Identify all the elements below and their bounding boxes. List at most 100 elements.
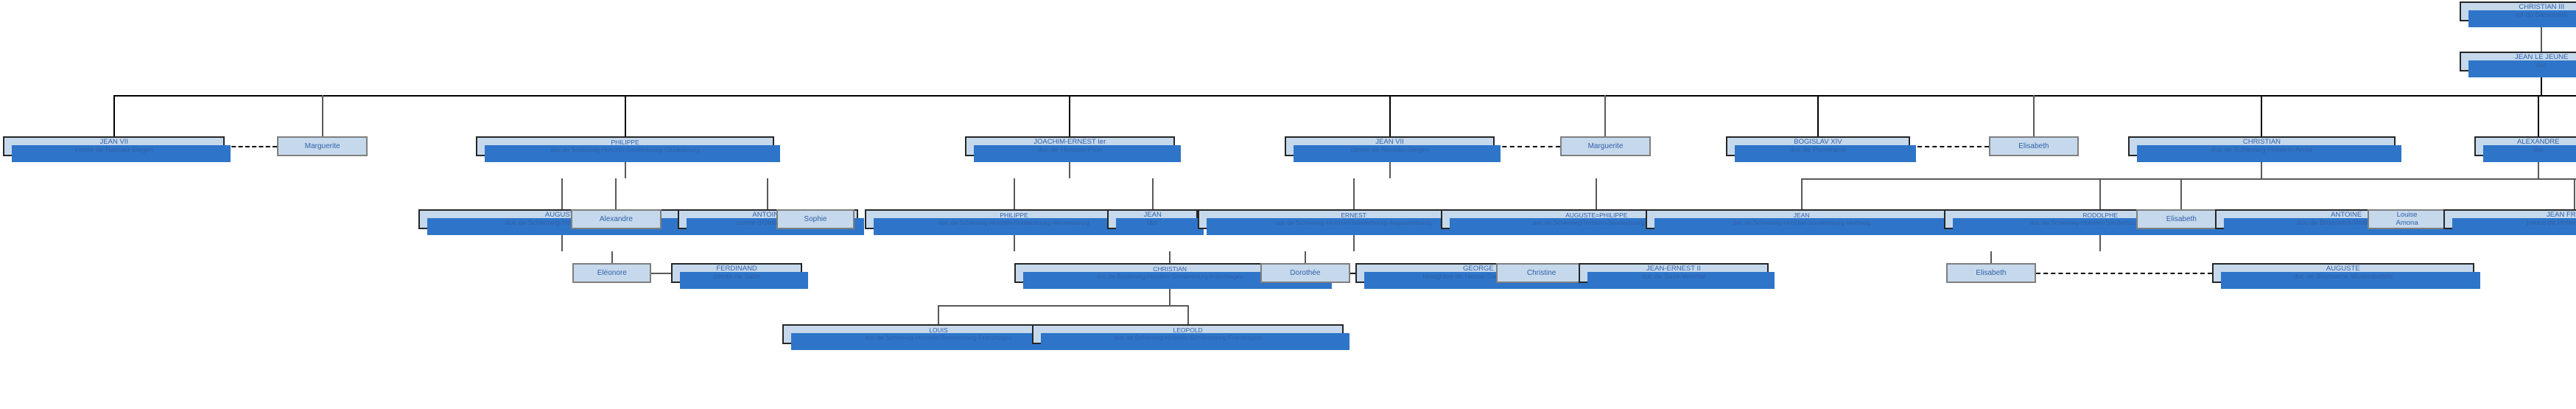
connector-line — [2261, 156, 2263, 178]
person-name: Sophie — [804, 214, 827, 223]
connector-line — [1389, 156, 1391, 178]
person-name: JEAN LE JEUNE — [2515, 52, 2569, 61]
connector-line — [1187, 305, 1189, 324]
person-node[interactable]: JEAN FRÉDÉRICprince de Hohenlohe-Ohringe… — [2443, 209, 2576, 235]
person-node[interactable]: Elisabeth — [2136, 209, 2227, 229]
person-node[interactable]: Alexandre — [571, 209, 661, 229]
person-node[interactable]: Marguerite — [1560, 136, 1651, 156]
connector-line — [1990, 251, 1992, 263]
person-name: JEAN VII — [1375, 137, 1404, 146]
person-name: Marguerite — [1587, 141, 1624, 150]
connector-line — [1013, 229, 1015, 251]
connector-line — [1817, 95, 1819, 136]
connector-line — [1304, 251, 1306, 263]
connector-line — [2180, 178, 2183, 209]
person-name: JEAN — [1143, 210, 1162, 219]
person-node[interactable]: Eléonore — [572, 263, 652, 283]
connector-line — [1069, 156, 1071, 178]
person-name: Eléonore — [597, 268, 627, 277]
person-name: ERNEST — [1341, 211, 1366, 219]
person-node[interactable]: Elisabeth — [1988, 136, 2080, 156]
connector-line — [113, 95, 115, 136]
person-name: Dorothée — [1290, 268, 1321, 277]
spouse-connector — [1495, 145, 1561, 147]
person-title: duc de Holstein-Plön — [1037, 145, 1103, 154]
spouse-connector — [1909, 145, 1989, 147]
person-node[interactable]: Dorothée — [1260, 263, 1351, 283]
person-name: BOGISLAV XIV — [1794, 137, 1842, 146]
person-title: duc — [1147, 218, 1159, 227]
connector-line — [2541, 71, 2543, 95]
person-name: LOUIS — [929, 326, 948, 334]
connector-line — [624, 156, 626, 178]
connector-line — [1352, 229, 1355, 251]
connector-line — [611, 251, 613, 263]
person-title: duc de Schleswig-Holstein-Sonderbourg-Fr… — [865, 333, 1012, 341]
person-name: ANTOINE — [752, 210, 784, 219]
person-title: duc de Schleswig-Holstein-Sonderbourg-Gl… — [550, 145, 700, 153]
connector-line — [1801, 178, 2576, 180]
person-title: comte de Nassau-Siegen — [74, 145, 154, 154]
connector-line — [2541, 21, 2543, 52]
connector-line — [561, 229, 563, 251]
person-name: CHRISTIAN — [2242, 137, 2281, 146]
person-name: JEAN — [1793, 211, 1810, 219]
person-name: RODOLPHE — [2082, 211, 2118, 219]
connector-line — [1604, 95, 1607, 136]
person-name: Elisabeth — [2166, 214, 2197, 223]
spouse-connector — [651, 272, 671, 274]
person-name: Louise — [2396, 210, 2418, 219]
person-title: prince de Hohenlohe-Ohringen — [2526, 218, 2576, 227]
connector-line — [1389, 95, 1391, 136]
person-title: duc de Schleswig-Holstein-Sonderbourg-Fr… — [1114, 333, 1262, 341]
person-name: LEOPOLD — [1173, 326, 1203, 334]
person-node[interactable]: Sophie — [776, 209, 855, 229]
connector-line — [2099, 229, 2102, 251]
person-name: Elisabeth — [1976, 268, 2007, 277]
person-name: AUGUSTE — [2326, 264, 2360, 273]
connector-line — [2537, 95, 2539, 136]
connector-line — [561, 178, 563, 209]
person-title: duc — [2533, 145, 2544, 154]
connector-line — [2099, 178, 2102, 209]
connector-line — [2032, 95, 2035, 136]
connector-line — [1069, 95, 1071, 136]
person-name: ANTOINE — [2331, 210, 2362, 219]
person-title: comte d'Oldenbourg — [736, 218, 800, 227]
person-name: Elisabeth — [2018, 141, 2049, 150]
connector-line — [1800, 178, 1803, 209]
person-node[interactable]: Marguerite — [277, 136, 368, 156]
person-title: duc de Schleswig-Holstein-Sonderbourg-No… — [1733, 218, 1871, 226]
person-name: CHRISTIAN III — [2519, 2, 2565, 11]
person-node[interactable]: Christine — [1496, 263, 1587, 283]
person-title: duc de Brunswick-Wulfenbuttels — [2296, 218, 2396, 227]
person-node[interactable]: Elisabeth — [1945, 263, 2037, 283]
connector-line — [624, 95, 626, 136]
person-title: duc de Schleswig-Holstein-Sonderbourg-Au… — [1275, 218, 1432, 226]
connector-line — [2261, 95, 2263, 136]
connector-line — [615, 178, 617, 209]
person-name: AUGUSTE — [544, 210, 579, 219]
person-title: comte de Salm — [713, 272, 760, 281]
connector-line — [767, 178, 769, 209]
